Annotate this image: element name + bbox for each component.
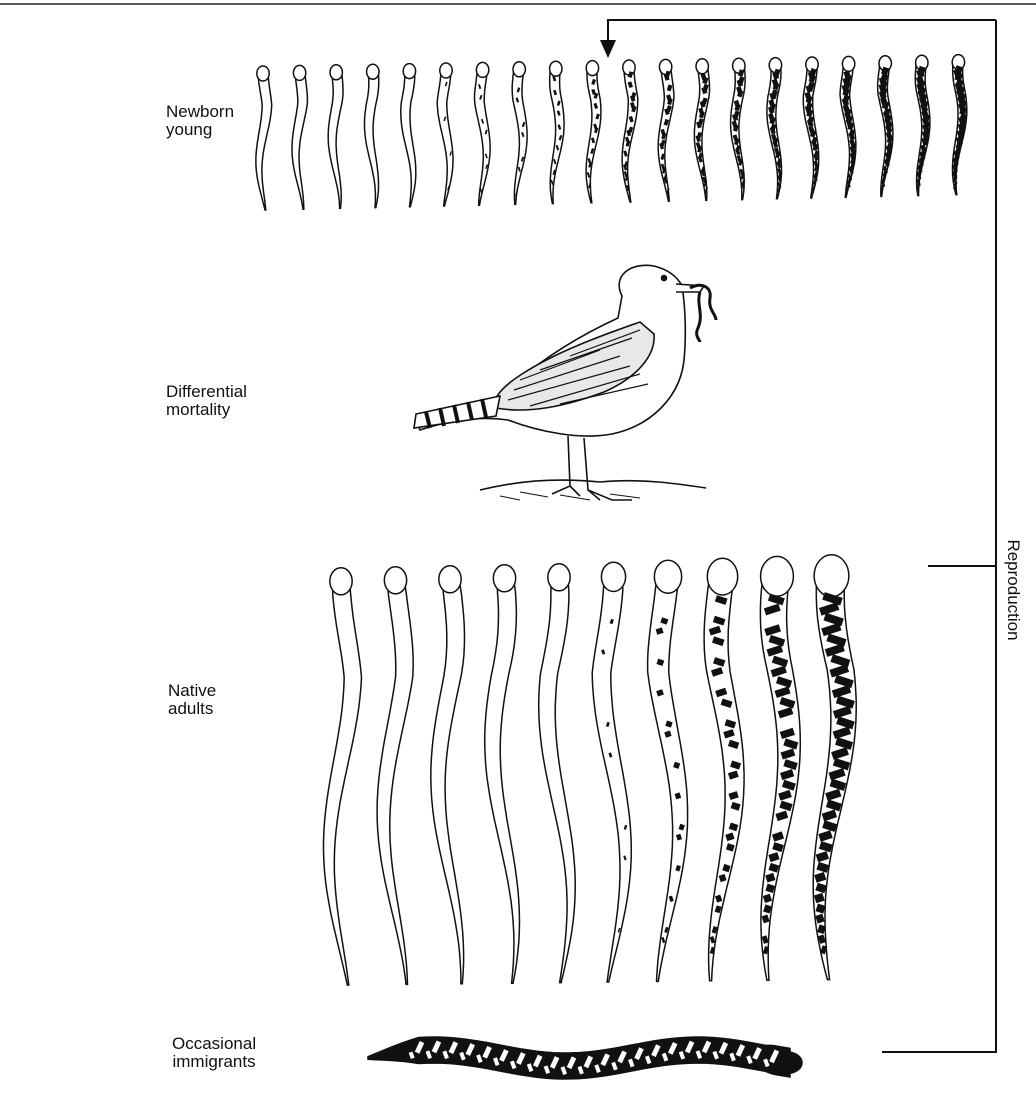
immigrant-snake	[368, 1037, 802, 1079]
adult-snake	[539, 564, 576, 983]
adult-snake-head	[493, 565, 515, 592]
adult-snake-body	[592, 570, 631, 982]
newborn-snake	[878, 56, 894, 197]
newborn-snake	[512, 62, 527, 205]
newborn-snake-body	[328, 69, 343, 209]
newborn-snake	[256, 66, 272, 210]
gull-leg-back	[552, 436, 580, 496]
newborn-snake-body	[292, 69, 307, 209]
newborn-snake-body	[586, 65, 601, 203]
adult-snake-head	[761, 556, 794, 596]
newborn-snake	[328, 65, 343, 209]
newborn-snake	[915, 55, 930, 195]
adult-snake-head	[439, 566, 461, 593]
newborn-snake-head	[842, 56, 854, 71]
adult-snake-head	[384, 567, 406, 594]
adult-snake-head	[330, 568, 352, 595]
adult-snake	[648, 560, 688, 981]
adult-snake	[592, 562, 631, 982]
newborn-snake-head	[293, 65, 305, 80]
adult-snake	[377, 567, 413, 985]
newborn-snake	[803, 57, 819, 198]
gull-leg-front	[584, 438, 632, 500]
newborn-snake-head	[330, 65, 342, 80]
newborn-snake-head	[403, 64, 415, 79]
newborn-snake	[292, 65, 307, 209]
newborn-snake-body	[512, 66, 527, 205]
newborn-snake	[586, 61, 601, 203]
newborn-snake-head	[257, 66, 269, 81]
newborn-snake	[401, 64, 416, 207]
adult-snake-head	[601, 562, 625, 591]
newborn-snake-head	[696, 59, 708, 74]
snake-in-beak	[690, 285, 716, 342]
adult-snake-body	[324, 575, 362, 985]
ground	[480, 480, 706, 490]
bracket-horizontal-top	[608, 20, 996, 44]
newborn-snake	[550, 61, 565, 203]
adult-snake-body	[377, 574, 413, 984]
adult-snake-head	[654, 560, 681, 593]
occasional-immigrants-label: Occasional immigrants	[172, 1035, 256, 1071]
immigrant-snake-group	[368, 1037, 802, 1079]
adult-snake-head	[548, 564, 570, 591]
adult-snake-head	[814, 555, 849, 597]
newborn-snake	[622, 60, 638, 202]
ground-shading	[500, 492, 640, 500]
newborn-snake-head	[476, 62, 488, 77]
newborn-snake-body	[365, 68, 379, 207]
adult-snake-body	[485, 572, 520, 983]
newborn-young-label: Newborn young	[166, 103, 234, 139]
adult-snake	[760, 556, 800, 980]
adult-snake	[813, 555, 856, 980]
native-adults-label: Native adults	[168, 682, 216, 718]
newborn-snake-head	[440, 63, 452, 78]
newborn-snakes-group	[256, 55, 967, 210]
newborn-snake	[952, 55, 967, 195]
newborn-snake-head	[513, 62, 525, 77]
newborn-snake	[365, 64, 379, 207]
differential-mortality-label: Differential mortality	[166, 383, 247, 419]
newborn-snake	[731, 58, 746, 199]
newborn-snake	[694, 59, 709, 201]
newborn-snake-body	[437, 67, 453, 206]
newborn-snake	[475, 62, 491, 205]
newborn-snake-head	[586, 61, 598, 76]
native-adult-snakes-group	[324, 555, 857, 985]
adult-snake	[704, 558, 744, 981]
bracket-top-line	[882, 20, 996, 1052]
newborn-snake-body	[256, 70, 272, 210]
adult-snake	[485, 565, 520, 983]
arrow-head-icon	[600, 40, 616, 58]
newborn-snake	[658, 59, 674, 201]
newborn-snake-head	[367, 64, 379, 79]
newborn-snake	[767, 58, 783, 199]
newborn-snake	[437, 63, 453, 206]
newborn-snake	[840, 56, 856, 197]
adult-snake-head	[707, 558, 737, 595]
adult-snake-body	[431, 573, 465, 984]
gull-illustration	[414, 265, 716, 500]
gull-eye	[662, 276, 667, 281]
newborn-snake-body	[401, 68, 416, 207]
adult-snake-body	[539, 571, 576, 983]
reproduction-label: Reproduction	[1004, 535, 1022, 645]
newborn-snake-head	[550, 61, 562, 76]
newborn-snake-body	[475, 66, 491, 205]
immigrant-snake-body	[368, 1037, 790, 1079]
adult-snake-body	[648, 569, 688, 981]
newborn-snake-head	[623, 60, 635, 75]
newborn-snake-body	[694, 63, 709, 201]
adult-snake	[431, 566, 465, 984]
adult-snake	[324, 568, 362, 985]
